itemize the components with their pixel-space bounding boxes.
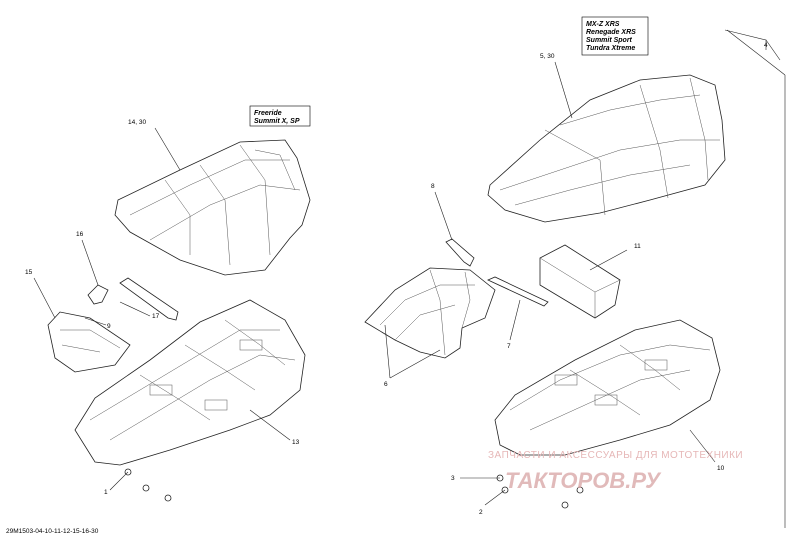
left-base-tray bbox=[74, 299, 306, 466]
callout-3: 3 bbox=[451, 475, 455, 482]
callout-6: 6 bbox=[384, 381, 388, 388]
model-box-right: MX-Z XRS Renegade XRS Summit Sport Tundr… bbox=[581, 16, 649, 56]
diagram-reference-code: 29M1503-04-10-11-12-15-16-30 bbox=[6, 528, 99, 535]
callout-9: 9 bbox=[107, 323, 111, 330]
model-left-line-2: Summit X, SP bbox=[254, 118, 300, 125]
cover-part-15 bbox=[47, 311, 131, 373]
callout-4: 4 bbox=[764, 42, 768, 49]
callout-13: 13 bbox=[292, 439, 300, 446]
callout-7: 7 bbox=[507, 343, 511, 350]
front-structure bbox=[364, 267, 496, 359]
model-box-left: Freeride Summit X, SP bbox=[249, 105, 311, 127]
watermark-line-2: ТАКТОРОВ.РУ bbox=[505, 468, 662, 493]
callout-8-upper: 8 bbox=[431, 183, 435, 190]
model-right-line-3: Summit Sport bbox=[586, 37, 633, 44]
callout-2: 2 bbox=[479, 509, 483, 516]
leader-lines bbox=[33, 29, 786, 528]
right-base-tray bbox=[494, 319, 721, 456]
strip-part-7 bbox=[487, 276, 549, 307]
model-right-line-2: Renegade XRS bbox=[586, 29, 636, 36]
callout-1: 1 bbox=[104, 489, 108, 496]
clip-part-16 bbox=[87, 284, 109, 305]
bracket-part-17 bbox=[119, 277, 179, 321]
callout-16: 16 bbox=[76, 231, 84, 238]
small-part-8 bbox=[445, 238, 475, 267]
fasteners bbox=[124, 468, 584, 509]
callout-17: 17 bbox=[152, 313, 160, 320]
watermark: ЗАПЧАСТИ И АКСЕССУАРЫ ДЛЯ МОТОТЕХНИКИ ТА… bbox=[488, 450, 743, 493]
callout-5-30: 5, 30 bbox=[540, 53, 555, 60]
callout-11: 11 bbox=[634, 243, 641, 250]
left-seat bbox=[114, 139, 311, 276]
right-seat bbox=[487, 74, 726, 223]
callout-10: 10 bbox=[717, 465, 725, 472]
watermark-line-1: ЗАПЧАСТИ И АКСЕССУАРЫ ДЛЯ МОТОТЕХНИКИ bbox=[488, 450, 743, 461]
foam-block bbox=[539, 244, 621, 319]
callout-15: 15 bbox=[25, 269, 33, 276]
callout-14-30: 14, 30 bbox=[128, 119, 146, 126]
model-right-line-4: Tundra Xtreme bbox=[586, 45, 635, 52]
callouts: 14, 30 5, 30 4 16 15 17 9 13 1 8 11 7 6 … bbox=[25, 42, 768, 516]
model-right-line-1: MX-Z XRS bbox=[586, 21, 620, 28]
model-left-line-1: Freeride bbox=[254, 110, 282, 117]
